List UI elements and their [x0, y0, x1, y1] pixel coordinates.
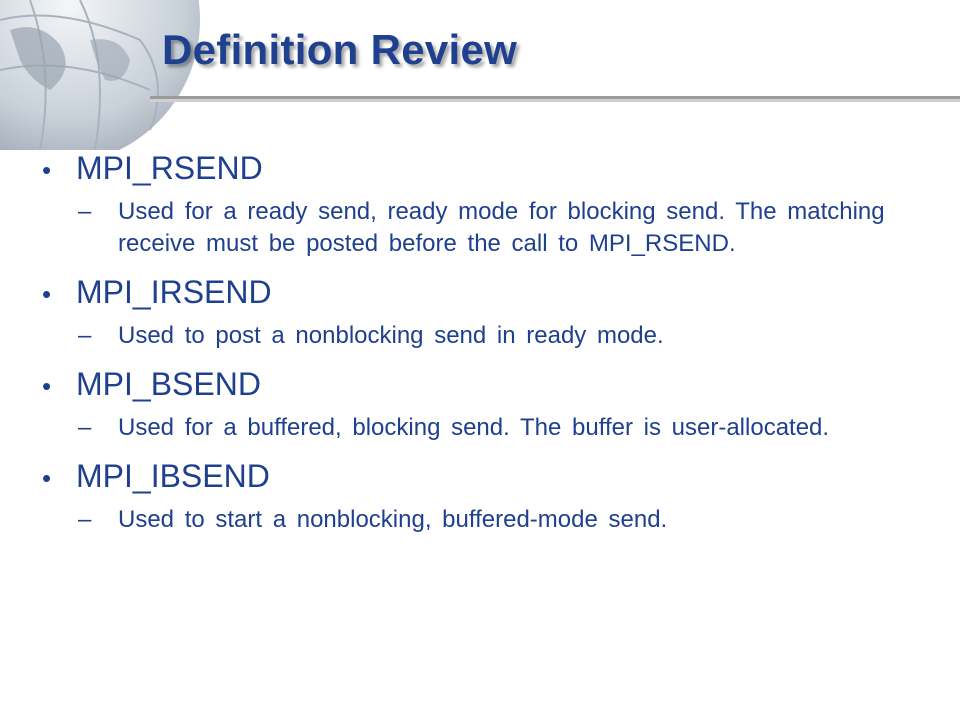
term-label: MPI_BSEND — [76, 366, 261, 402]
term-label: MPI_RSEND — [76, 150, 263, 186]
list-item: • MPI_BSEND –Used for a buffered, blockin… — [42, 364, 922, 444]
bullet-icon: • — [42, 279, 52, 309]
dash-icon: – — [78, 198, 92, 225]
title-divider — [150, 96, 960, 102]
bullet-list: •MPI_RSEND –Used for a ready send, ready… — [42, 148, 922, 548]
term-description: Used to start a nonblocking, buffered-mo… — [118, 506, 668, 533]
term-description: Used for a ready send, ready mode for bl… — [118, 198, 885, 257]
bullet-icon: • — [42, 155, 52, 185]
dash-icon: – — [78, 322, 92, 349]
term-label: MPI_IRSEND — [76, 274, 272, 310]
term-description: Used for a buffered, blocking send. The … — [118, 414, 830, 441]
term-description: Used to post a nonblocking send in ready… — [118, 322, 664, 349]
dash-icon: – — [78, 414, 92, 441]
list-item: • MPI_IRSEND –Used to post a nonblocking … — [42, 272, 922, 352]
bullet-icon: • — [42, 463, 52, 493]
bullet-icon: • — [42, 371, 52, 401]
slide-title: Definition Review — [162, 26, 518, 73]
list-item: • MPI_RSEND –Used for a ready send, ready… — [42, 148, 922, 260]
globe-image — [0, 0, 200, 150]
term-label: MPI_IBSEND — [76, 458, 270, 494]
list-item: • MPI_IBSEND –Used to start a nonblocking… — [42, 456, 922, 536]
dash-icon: – — [78, 506, 92, 533]
